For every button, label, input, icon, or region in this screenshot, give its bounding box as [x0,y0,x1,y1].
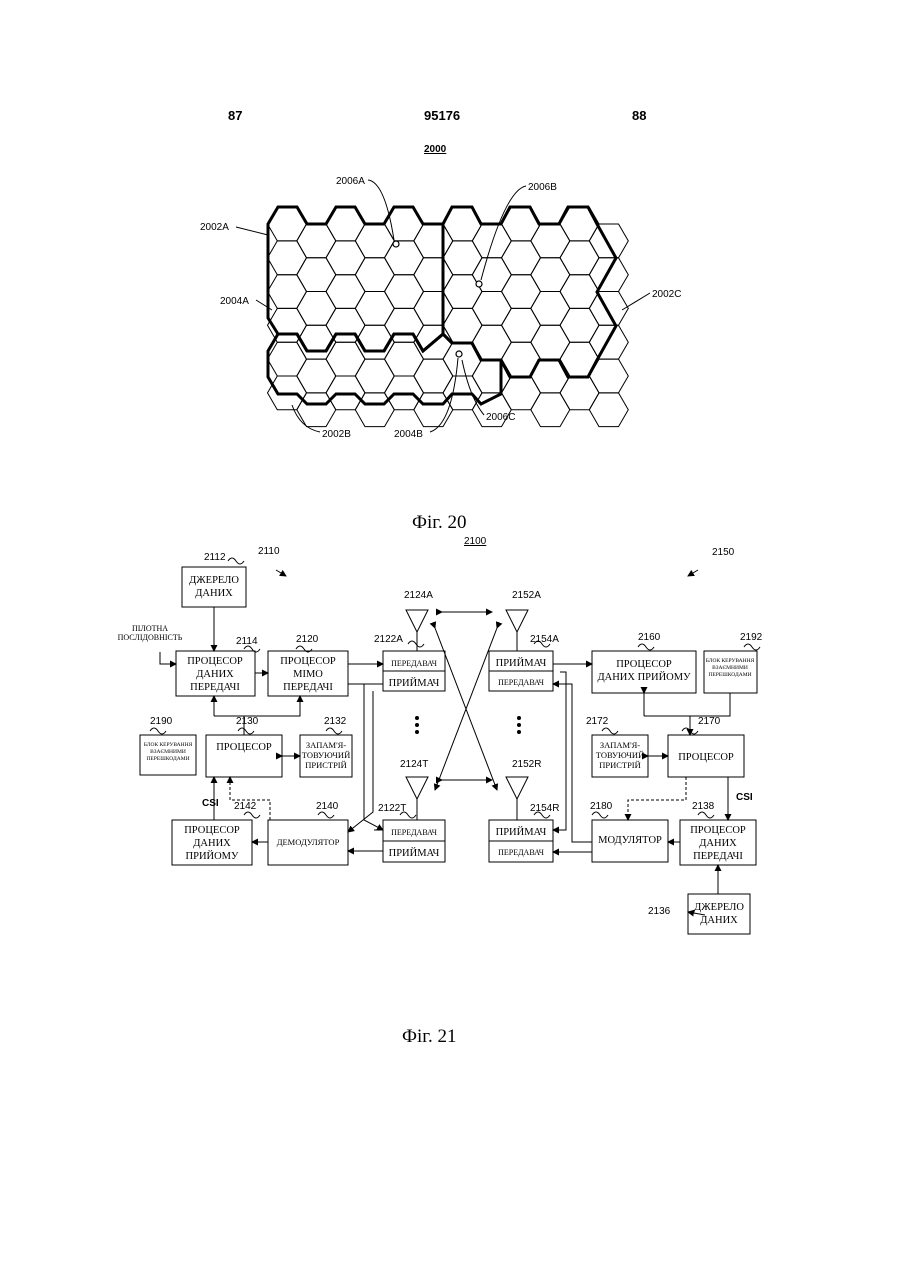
ref-2180: 2180 [590,801,613,812]
tx-data-processor-right-line2: ДАНИХ [699,838,737,849]
tx-data-processor-left-line2: ДАНИХ [196,669,234,680]
interference-mgmt-left-line3: ПЕРЕШКОДАМИ [146,756,189,762]
mimo-processor-line3: ПЕРЕДАЧІ [283,682,333,693]
processor-right-label: ПРОЦЕСОР [678,752,734,763]
mimo-processor-line2: МІМО [293,669,323,680]
ref-2136: 2136 [648,906,671,917]
processor-left-label: ПРОЦЕСОР [216,742,272,753]
tx-data-processor-right-line1: ПРОЦЕСОР [690,825,746,836]
ref-2160: 2160 [638,632,661,643]
transmitter-a-left-label: ПЕРЕДАВАЧ [391,659,437,668]
ref-2120: 2120 [296,634,319,645]
ref-2172: 2172 [586,716,609,727]
rx-data-processor-left-line2: ДАНИХ [193,838,231,849]
ref-2150: 2150 [712,547,735,558]
antenna-2152r [506,777,528,820]
data-source-left-line2: ДАНИХ [195,588,233,599]
antenna-2152a [506,610,528,651]
rx-data-processor-left-line3: ПРИЙОМУ [186,850,240,862]
tx-data-processor-left-line3: ПЕРЕДАЧІ [190,682,240,693]
ref-2124t: 2124T [400,759,428,770]
demodulator-label: ДЕМОДУЛЯТОР [277,837,340,847]
memory-right-line3: ПРИСТРІЙ [599,760,641,770]
ref-2170: 2170 [698,716,721,727]
antenna-2124t [406,777,428,820]
ref-2114: 2114 [236,636,258,647]
ref-2190: 2190 [150,716,173,727]
rx-data-processor-left-line1: ПРОЦЕСОР [184,825,240,836]
data-source-right-line2: ДАНИХ [700,915,738,926]
receiver-a-left-label: ПРИЙМАЧ [389,677,440,689]
figure-21-caption: Фіг. 21 [402,1026,456,1048]
ref-2132: 2132 [324,716,347,727]
tx-data-processor-right-line3: ПЕРЕДАЧІ [693,851,743,862]
ref-2112: 2112 [204,552,226,563]
ref-2124a: 2124A [404,590,433,601]
interference-mgmt-right-line2: ВЗАЄМНИМИ [712,665,748,671]
ref-2142: 2142 [234,801,257,812]
mimo-processor-line1: ПРОЦЕСОР [280,656,336,667]
ref-2122t: 2122T [378,803,406,814]
figure-21-number: 2100 [464,536,487,547]
receiver-t-left-label: ПРИЙМАЧ [389,847,440,859]
interference-mgmt-left-line2: ВЗАЄМНИМИ [150,749,186,755]
memory-right-line1: ЗАПАМ'Я- [600,740,640,750]
ref-2130: 2130 [236,716,259,727]
rx-data-processor-right-line2: ДАНИХ ПРИЙОМУ [597,671,691,683]
interference-mgmt-block-left [140,735,196,775]
ref-2110: 2110 [258,546,280,557]
memory-left-line3: ПРИСТРІЙ [305,760,347,770]
data-source-block-left [182,567,246,607]
interference-mgmt-right-line1: БЛОК КЕРУВАННЯ [706,658,755,664]
transmitter-t-left-label: ПЕРЕДАВАЧ [391,828,437,837]
receiver-r-right-label: ПРИЙМАЧ [496,826,547,838]
memory-right-line2: ТОВУЮЧИЙ [596,750,644,760]
modulator-label: МОДУЛЯТОР [598,835,662,846]
memory-left-line2: ТОВУЮЧИЙ [302,750,350,760]
interference-mgmt-left-line1: БЛОК КЕРУВАННЯ [144,742,193,748]
pilot-sequence-label-line1: ПІЛОТНА [132,624,168,633]
csi-label-right: CSI [736,792,753,803]
ref-2140: 2140 [316,801,339,812]
ref-2152a: 2152A [512,590,541,601]
transmitter-a-right-label: ПЕРЕДАВАЧ [498,678,544,687]
ref-2154a: 2154A [530,634,559,645]
rx-data-processor-right-line1: ПРОЦЕСОР [616,659,672,670]
tx-data-processor-left-line1: ПРОЦЕСОР [187,656,243,667]
csi-label-left: CSI [202,798,219,809]
ref-2154r: 2154R [530,803,559,814]
ref-2152r: 2152R [512,759,541,770]
ref-2138: 2138 [692,801,715,812]
ref-2192: 2192 [740,632,763,643]
memory-left-line1: ЗАПАМ'Я- [306,740,346,750]
pilot-sequence-label-line2: ПОСЛІДОВНІСТЬ [118,633,183,642]
data-source-left-line1: ДЖЕРЕЛО [189,575,239,586]
receiver-a-right-label: ПРИЙМАЧ [496,657,547,669]
data-source-right-line1: ДЖЕРЕЛО [694,902,744,913]
ref-2122a: 2122A [374,634,403,645]
transmitter-r-right-label: ПЕРЕДАВАЧ [498,848,544,857]
interference-mgmt-right-line3: ПЕРЕШКОДАМИ [708,672,751,678]
